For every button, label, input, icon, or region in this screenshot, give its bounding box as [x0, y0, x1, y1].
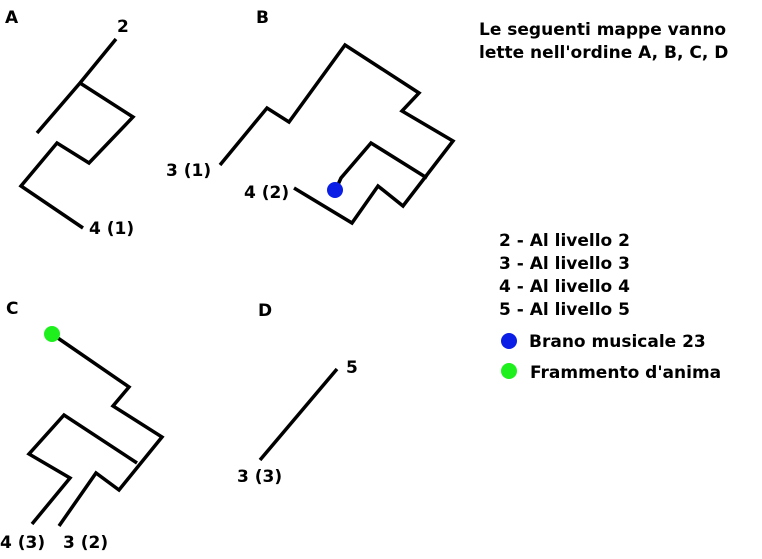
map-d-route: [258, 367, 339, 462]
legend-level-2: 2 - Al livello 2: [499, 231, 630, 251]
map-c-soul-marker: [44, 326, 60, 342]
map-a-label-top: 2: [117, 17, 129, 37]
header-line-1: Le seguenti mappe vanno: [479, 20, 726, 40]
map-d: D 5 3 (3): [237, 301, 358, 487]
legend-level-4: 4 - Al livello 4: [499, 277, 630, 297]
legend: 2 - Al livello 2 3 - Al livello 3 4 - Al…: [499, 231, 721, 383]
map-a-route-upper: [35, 37, 118, 135]
map-c-label-right: 3 (2): [63, 533, 108, 553]
map-b-music-marker: [327, 182, 343, 198]
map-b-route-outer: [218, 42, 456, 226]
legend-level-3: 3 - Al livello 3: [499, 254, 630, 274]
map-b: B 3 (1) 4 (2): [166, 8, 456, 226]
map-a-route-loop: [18, 81, 136, 230]
map-d-label-bottom: 3 (3): [237, 467, 282, 487]
map-c-label-left: 4 (3): [0, 533, 45, 553]
map-b-route-inner: [334, 140, 428, 190]
map-a-title: A: [5, 8, 19, 28]
map-a-label-bottom: 4 (1): [89, 219, 134, 239]
legend-music-marker: [501, 333, 517, 349]
legend-level-5: 5 - Al livello 5: [499, 300, 630, 320]
map-c: C 4 (3) 3 (2): [0, 299, 165, 553]
legend-soul-label: Frammento d'anima: [530, 363, 721, 383]
map-c-title: C: [6, 299, 18, 319]
map-d-label-top: 5: [346, 358, 358, 378]
map-c-route-top: [51, 332, 165, 528]
map-a: A 2 4 (1): [5, 8, 136, 239]
map-b-title: B: [256, 8, 269, 28]
map-b-label-left: 3 (1): [166, 161, 211, 181]
map-c-route-inner: [26, 412, 138, 526]
header-line-2: lette nell'ordine A, B, C, D: [479, 43, 728, 63]
map-d-title: D: [258, 301, 272, 321]
map-b-label-lower: 4 (2): [244, 183, 289, 203]
legend-music-label: Brano musicale 23: [529, 332, 706, 352]
legend-soul-marker: [501, 363, 517, 379]
